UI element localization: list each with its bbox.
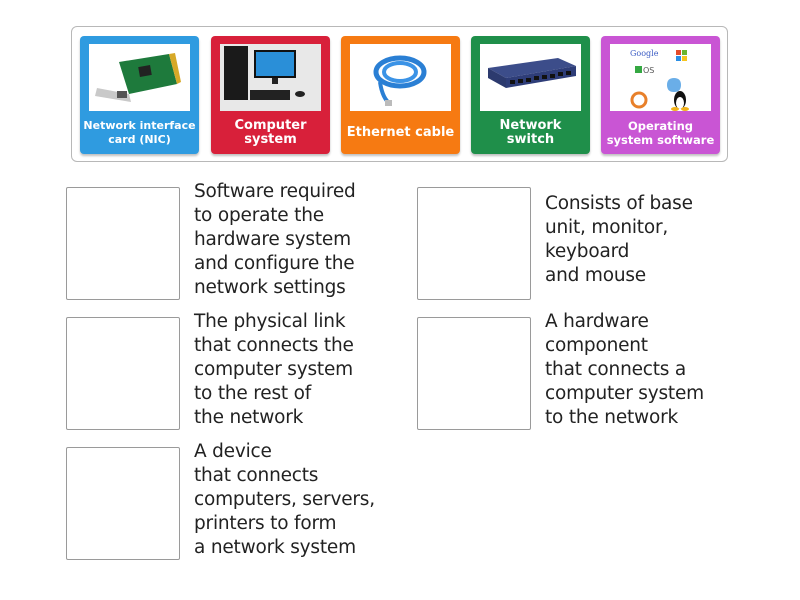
- card-network-interface-card[interactable]: Network interface card (NIC): [80, 36, 199, 154]
- network-switch-image: [480, 44, 581, 111]
- linux-penguin-logo: [671, 91, 689, 111]
- target-description: Consists of base unit, monitor, keyboard…: [545, 193, 693, 286]
- card-label: Operating system software: [606, 119, 715, 147]
- target-description: A device that connects computers, server…: [194, 441, 375, 558]
- ethernet-cable-image: [350, 44, 451, 111]
- card-network-switch[interactable]: Network switch: [471, 36, 590, 154]
- drop-slot-1[interactable]: [66, 187, 180, 300]
- card-label: Network interface card (NIC): [83, 119, 196, 146]
- google-logo: Google: [630, 49, 659, 58]
- desktop-computer-image: [220, 44, 321, 111]
- card-operating-system-software[interactable]: Google OS Operating system software: [601, 36, 720, 154]
- drop-slot-4[interactable]: [417, 317, 531, 430]
- target-description: The physical link that connects the comp…: [194, 311, 354, 428]
- drop-slot-2[interactable]: [417, 187, 531, 300]
- drop-slot-5[interactable]: [66, 447, 180, 560]
- card-label: Computer system: [234, 118, 307, 147]
- target-description: Software required to operate the hardwar…: [194, 181, 356, 298]
- nic-card-image: [89, 44, 190, 111]
- windows-logo: [676, 50, 687, 61]
- card-label: Network switch: [499, 118, 562, 147]
- svg-text:OS: OS: [643, 66, 654, 75]
- target-description: A hardware component that connects a com…: [545, 311, 704, 428]
- answer-cards-tray: Network interface card (NIC) Computer sy…: [71, 26, 728, 162]
- card-label: Ethernet cable: [346, 125, 455, 140]
- os-logos-image: Google OS: [610, 44, 711, 111]
- drop-slot-3[interactable]: [66, 317, 180, 430]
- card-computer-system[interactable]: Computer system: [211, 36, 330, 154]
- card-ethernet-cable[interactable]: Ethernet cable: [341, 36, 460, 154]
